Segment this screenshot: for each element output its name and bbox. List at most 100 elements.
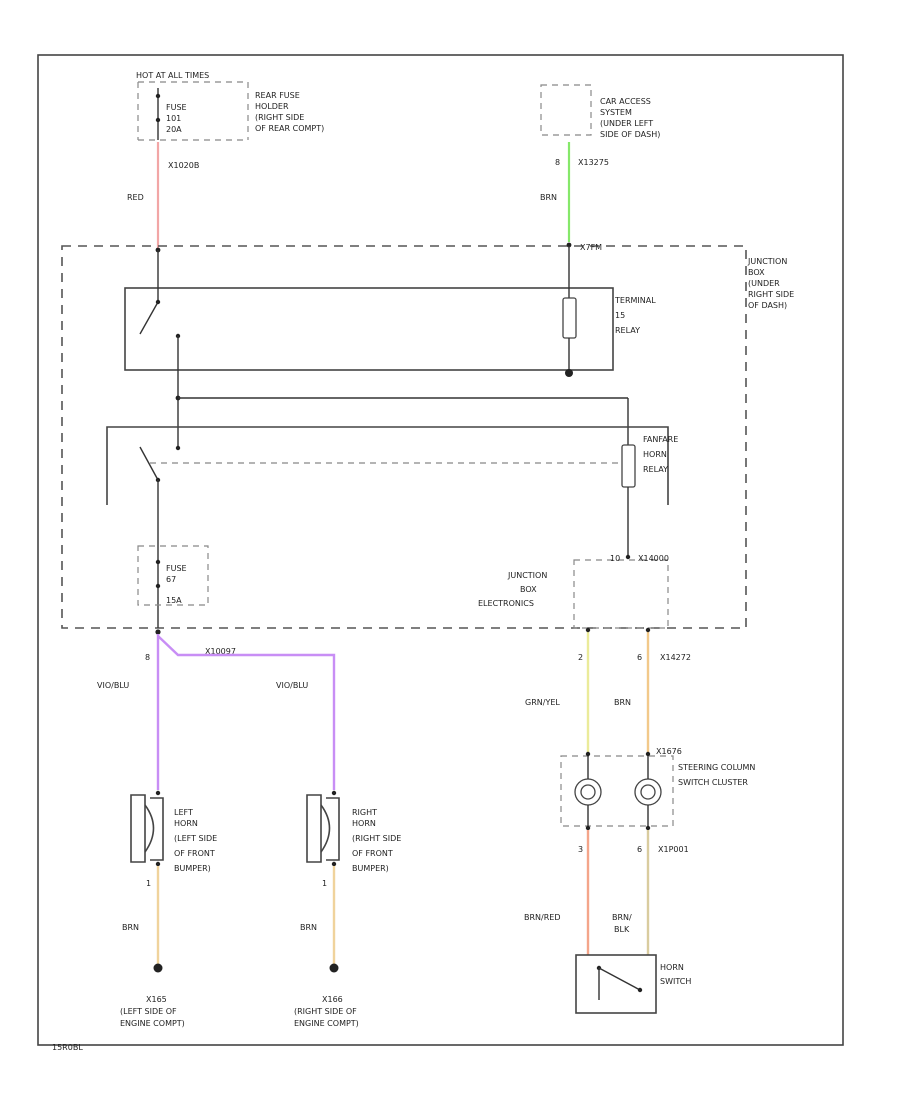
left-horn-bottom-terminal [155, 861, 161, 867]
jb-electronics-left-terminal [585, 627, 591, 633]
rear-fuse-holder-line-4: OF REAR COMPT) [255, 124, 324, 133]
terminal-relay-ground-dot [565, 369, 573, 377]
fanfare-relay-coil [621, 444, 636, 488]
junction-box-top-connector: X7FM [580, 243, 602, 252]
jb-electronics-right-terminal [645, 627, 651, 633]
jb-electronics-top-terminal [625, 554, 631, 560]
left-horn-flare [150, 797, 164, 861]
horn-switch-line-2: SWITCH [660, 977, 691, 986]
clock-spring-right-icon [634, 778, 662, 806]
jb-electronics-pin-right: 6 [637, 653, 642, 662]
right-horn-bell [320, 804, 331, 853]
steering-cluster-pin-right: 6 [637, 845, 642, 854]
steering-cluster-left-bottom [585, 825, 591, 831]
fuse-67-line-1: FUSE [166, 564, 187, 573]
rear-fuse-holder: HOT AT ALL TIMES FUSE 101 20A REAR FUSE … [136, 71, 324, 170]
terminal-15-relay-box [124, 287, 614, 371]
jb-electronics-pin-left: 2 [578, 653, 583, 662]
steering-cluster-pin-left: 3 [578, 845, 583, 854]
brn-blk-label-1: BRN/ [612, 913, 632, 922]
jb-electronics-line-1: JUNCTION [507, 571, 547, 580]
left-horn-line-1: LEFT [174, 808, 193, 817]
car-access-line-1: CAR ACCESS [600, 97, 651, 106]
terminal-relay-switch [139, 301, 159, 335]
right-horn-line-4: OF FRONT [352, 849, 393, 858]
fuse-67-line-2: 67 [166, 575, 176, 584]
left-ground-line-1: (LEFT SIDE OF [120, 1007, 177, 1016]
left-horn-line-5: BUMPER) [174, 864, 211, 873]
junction-box-line-5: OF DASH) [748, 301, 787, 310]
horn-switch-box [575, 954, 657, 1014]
left-ground-id: X165 [146, 995, 167, 1004]
left-horn-outline [130, 794, 146, 863]
left-horn-line-4: OF FRONT [174, 849, 215, 858]
splice-terminal [155, 629, 161, 635]
left-horn-pin: 1 [146, 879, 151, 888]
fuse-67-bottom-terminal [155, 583, 161, 589]
fuse-67-line-3: 15A [166, 596, 182, 605]
steering-cluster-box [560, 755, 674, 827]
left-horn-line-2: HORN [174, 819, 198, 828]
vio-blu-right-label: VIO/BLU [276, 681, 308, 690]
fuse-101-line-3: 20A [166, 125, 182, 134]
right-horn-bottom-terminal [331, 861, 337, 867]
diagram-footer-code: 15R0BL [52, 1043, 83, 1052]
right-horn-pin: 1 [322, 879, 327, 888]
fuse-67-top-terminal [155, 559, 161, 565]
junction-box-line-1: JUNCTION [747, 257, 787, 266]
car-access-line-3: (UNDER LEFT [600, 119, 653, 128]
left-ground-line-2: ENGINE COMPT) [120, 1019, 185, 1028]
fuse-101-top-terminal [155, 93, 161, 99]
fanfare-relay-line-2: HORN [643, 450, 667, 459]
jb-electronics-pin-top: 10 [610, 554, 620, 563]
rear-fuse-holder-line-1: REAR FUSE [255, 91, 300, 100]
steering-cluster-connector: X1676 [656, 747, 682, 756]
terminal-relay-switch-pivot [155, 299, 161, 305]
fanfare-relay-line-3: RELAY [643, 465, 668, 474]
brn-left-horn-label: BRN [122, 923, 139, 932]
junction-box-terminal-right [566, 242, 572, 248]
terminal-relay-line-2: 15 [615, 311, 625, 320]
car-access-line-4: SIDE OF DASH) [600, 130, 660, 139]
steering-cluster-right-top [645, 751, 651, 757]
car-access-connector-label: X13275 [578, 158, 609, 167]
jb-electronics-line-2: BOX [520, 585, 537, 594]
horn-switch-contact-right [637, 987, 643, 993]
fanfare-relay-line-1: FANFARE [643, 435, 678, 444]
brn-blk-label-2: BLK [614, 925, 630, 934]
left-horn-bell [144, 804, 155, 853]
right-ground-line-1: (RIGHT SIDE OF [294, 1007, 357, 1016]
brn-red-label: BRN/RED [524, 913, 561, 922]
grn-yel-label: GRN/YEL [525, 698, 560, 707]
terminal-relay-coil [562, 297, 577, 339]
right-horn-line-1: RIGHT [352, 808, 377, 817]
right-horn-line-3: (RIGHT SIDE [352, 834, 401, 843]
brn-wire-top-label: BRN [540, 193, 557, 202]
car-access-dashed-box [540, 84, 592, 136]
steering-cluster-left-top [585, 751, 591, 757]
steering-cluster-connector-bottom: X1P001 [658, 845, 689, 854]
car-access-line-2: SYSTEM [600, 108, 632, 117]
vio-blu-left-label: VIO/BLU [97, 681, 129, 690]
rear-fuse-holder-line-2: HOLDER [255, 102, 289, 111]
fuse-101-bottom-terminal [155, 117, 161, 123]
diagram-frame [37, 54, 844, 1046]
jb-electronics-connector: X14000 [638, 554, 669, 563]
jb-electronics-line-3: ELECTRONICS [478, 599, 534, 608]
hot-at-all-times-label: HOT AT ALL TIMES [136, 71, 209, 80]
horn-switch-line-1: HORN [660, 963, 684, 972]
right-horn-outline [306, 794, 322, 863]
right-horn: RIGHT HORN (RIGHT SIDE OF FRONT BUMPER) … [306, 790, 401, 888]
right-horn-top-terminal [331, 790, 337, 796]
junction-box-line-4: RIGHT SIDE [748, 290, 794, 299]
steering-cluster-right-bottom [645, 825, 651, 831]
right-horn-flare [326, 797, 340, 861]
right-ground-line-2: ENGINE COMPT) [294, 1019, 359, 1028]
brn-right-horn-label: BRN [300, 923, 317, 932]
splice-pin: 8 [145, 653, 150, 662]
right-horn-line-5: BUMPER) [352, 864, 389, 873]
right-horn-line-2: HORN [352, 819, 376, 828]
right-ground-point [329, 963, 339, 973]
rear-fuse-holder-line-3: (RIGHT SIDE [255, 113, 304, 122]
